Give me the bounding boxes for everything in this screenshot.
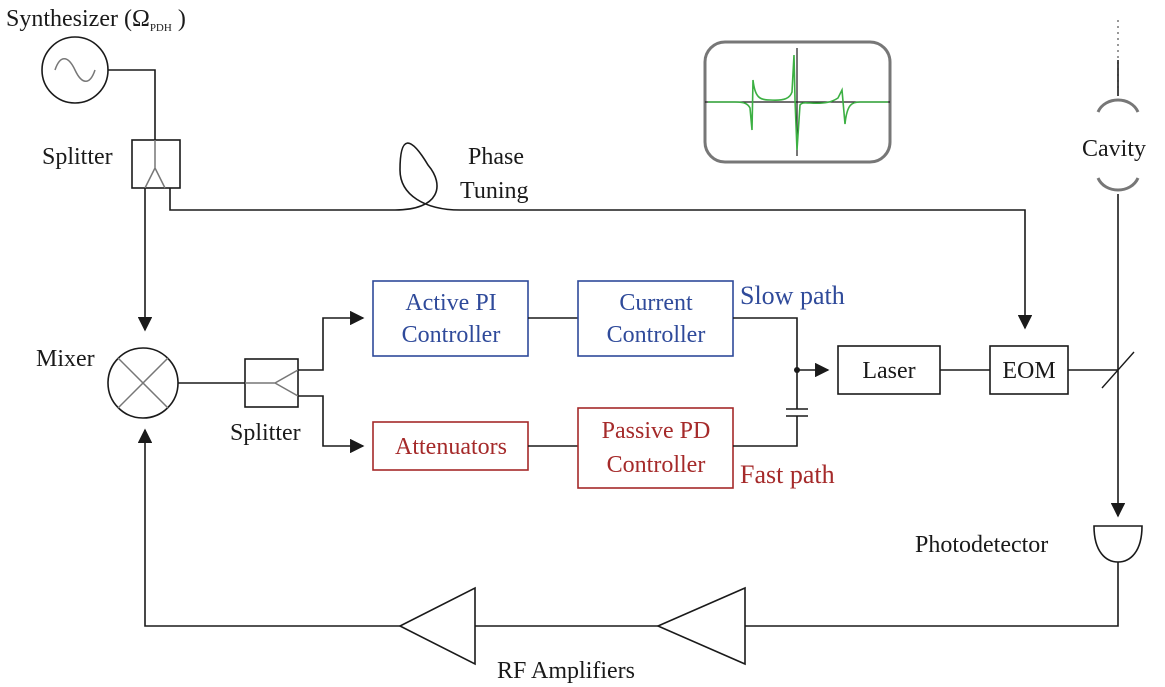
splitter-top-label: Splitter (42, 144, 113, 170)
oscilloscope-icon (703, 40, 892, 164)
current-controller-label-1: Current (619, 290, 693, 316)
fast-path-wire (733, 416, 798, 447)
passive-pd-label-2: Controller (607, 452, 706, 478)
synthesizer-icon (41, 36, 109, 104)
mixer-label: Mixer (36, 346, 95, 372)
tuning-label: Tuning (460, 178, 528, 204)
capacitor-icon (786, 408, 808, 417)
active-pi-box (372, 280, 529, 357)
to-attenuators-wire (298, 395, 365, 454)
attenuators-label: Attenuators (395, 434, 507, 460)
splitter-mid-label: Splitter (230, 420, 301, 446)
attenuators-box (372, 421, 529, 471)
fast-path-label: Fast path (740, 460, 835, 489)
splitter-top-icon (131, 139, 181, 189)
current-controller-label-2: Controller (607, 322, 706, 348)
splitter-mid-icon (244, 358, 299, 408)
rf-amplifier-icon (398, 586, 476, 666)
cavity-mirror-top-icon (1096, 98, 1140, 113)
current-controller-box (577, 280, 734, 357)
amp-to-mixer-wire (137, 428, 400, 627)
eom-box (989, 345, 1069, 395)
synthesizer-label: Synthesizer (ΩPDH ) (6, 6, 186, 34)
cavity-label: Cavity (1082, 136, 1146, 162)
phase-label: Phase (468, 144, 524, 170)
active-pi-label-1: Active PI (405, 290, 496, 316)
rf-amplifiers-label: RF Amplifiers (497, 658, 635, 684)
eom-label: EOM (1002, 358, 1055, 384)
slow-path-label: Slow path (740, 281, 845, 310)
passive-pd-box (577, 407, 734, 489)
beamsplitter-icon (1101, 351, 1135, 389)
synth-to-splitter-wire (108, 69, 156, 140)
slow-path-wire (733, 317, 798, 370)
rf-amplifier-icon (656, 586, 746, 666)
photodetector-label: Photodetector (915, 532, 1048, 558)
passive-pd-label-1: Passive PD (602, 418, 711, 444)
laser-box (837, 345, 941, 395)
phase-tuning-wire (169, 142, 1033, 330)
mixer-icon (107, 347, 179, 419)
to-active-pi-wire (298, 310, 365, 371)
photodetector-icon (1093, 525, 1143, 563)
pd-to-amp-wire (745, 562, 1119, 627)
laser-label: Laser (862, 358, 915, 384)
active-pi-label-2: Controller (402, 322, 501, 348)
cavity-mirror-bottom-icon (1096, 177, 1140, 192)
